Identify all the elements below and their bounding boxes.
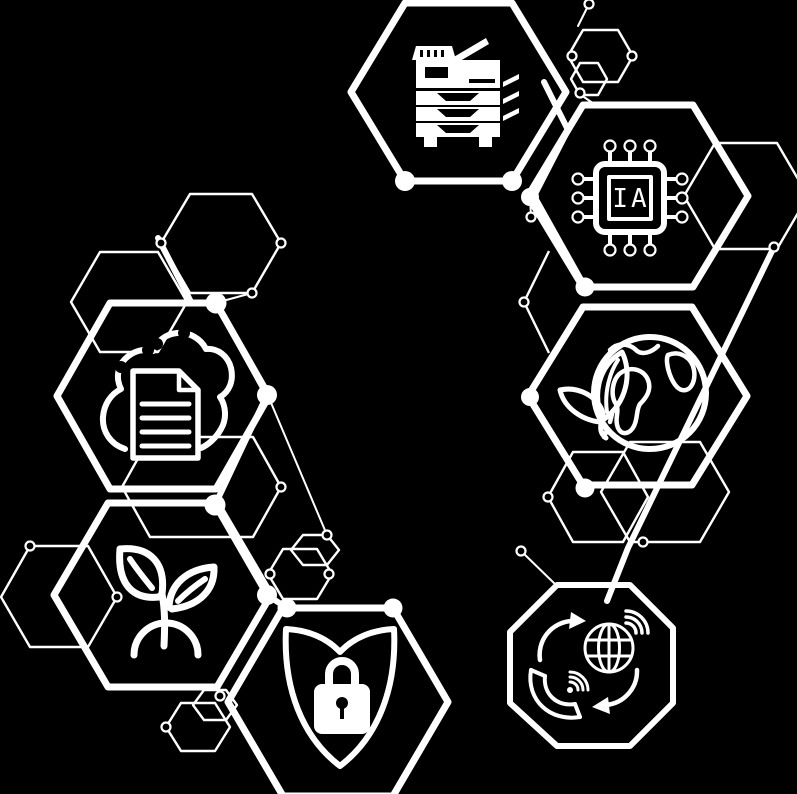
chip-pins bbox=[571, 139, 689, 257]
node-dot bbox=[521, 388, 539, 406]
node-ring bbox=[583, 0, 595, 10]
leaf-large-vein bbox=[604, 358, 620, 414]
copier-foot bbox=[479, 137, 492, 147]
node-dot bbox=[257, 385, 277, 405]
sprout-leaf-right-vein bbox=[175, 576, 208, 604]
copier-paper-mark bbox=[503, 91, 519, 104]
node-dots bbox=[204, 171, 595, 618]
node-dot bbox=[205, 292, 227, 314]
cycle-arrow-top-head bbox=[569, 612, 586, 629]
phone-handset bbox=[528, 668, 582, 720]
trace-cloud-to-small-hex bbox=[268, 397, 328, 536]
copier-lid-handle bbox=[452, 38, 489, 64]
cloud-document-icon bbox=[99, 327, 235, 461]
node-dot bbox=[383, 598, 403, 618]
node-ring bbox=[246, 287, 258, 299]
sprout-leaf-right bbox=[165, 563, 218, 613]
voip-call-icon bbox=[528, 609, 650, 720]
document bbox=[130, 368, 201, 461]
node-ring bbox=[637, 536, 649, 548]
shield-padlock-icon bbox=[282, 626, 398, 769]
accent-hexagon-top-right-b bbox=[569, 61, 609, 97]
copier-foot bbox=[424, 137, 437, 147]
node-dot bbox=[257, 585, 277, 605]
node-ring bbox=[321, 529, 333, 541]
node-dot bbox=[395, 171, 415, 191]
cloud-outline bbox=[99, 329, 235, 452]
accent-hexagon-below-globe-a bbox=[599, 440, 731, 544]
node-ring bbox=[515, 545, 527, 557]
signal-waves-globe bbox=[624, 609, 650, 635]
ai-chip-icon: IA bbox=[571, 139, 689, 257]
padlock-keyhole bbox=[336, 697, 348, 709]
plant-sprout-icon bbox=[116, 545, 218, 659]
globe-outline bbox=[591, 334, 709, 452]
eco-globe-icon bbox=[557, 334, 709, 452]
node-ring bbox=[275, 237, 287, 249]
node-ring bbox=[542, 491, 554, 503]
shield-outline bbox=[282, 626, 398, 769]
padlock-shackle bbox=[325, 657, 359, 692]
node-ring bbox=[111, 591, 123, 603]
node-ring bbox=[566, 50, 578, 62]
node-dot bbox=[575, 277, 595, 297]
photocopier-icon bbox=[412, 38, 519, 147]
accent-hexagon-bottom-small-b bbox=[191, 688, 239, 722]
signal-waves-handset bbox=[567, 670, 590, 693]
node-dot bbox=[575, 478, 595, 498]
copier-output-slot bbox=[469, 79, 495, 83]
chip-inner-frame bbox=[607, 175, 653, 221]
node-rings bbox=[24, 0, 780, 733]
node-dot bbox=[521, 188, 539, 206]
sprout-soil-mound bbox=[130, 619, 202, 659]
cycle-arrow-bottom-head bbox=[592, 697, 610, 714]
leaf-small bbox=[557, 386, 606, 425]
node-ring bbox=[626, 50, 638, 62]
globe-continent-north bbox=[607, 342, 661, 356]
node-ring bbox=[574, 87, 586, 99]
node-ring bbox=[518, 296, 530, 308]
cycle-arrow-top bbox=[537, 618, 574, 663]
cycle-arrow-bottom bbox=[603, 667, 640, 708]
chip-label: IA bbox=[612, 184, 649, 214]
copier-paper-mark bbox=[503, 74, 519, 87]
node-dot bbox=[502, 171, 522, 191]
node-ring bbox=[323, 568, 335, 580]
sprout-leaf-left bbox=[116, 545, 167, 601]
node-ring bbox=[155, 237, 167, 249]
node-ring bbox=[214, 690, 226, 702]
voip-octagon bbox=[507, 582, 676, 749]
copier-display bbox=[425, 67, 448, 78]
sprout-leaf-left-vein bbox=[127, 556, 155, 591]
wireframe-globe bbox=[583, 622, 635, 674]
node-dot bbox=[204, 494, 226, 516]
node-ring bbox=[160, 721, 172, 733]
trace-upper-left bbox=[155, 235, 193, 303]
accent-hexagon-upper-left-b bbox=[69, 250, 189, 354]
node-ring bbox=[24, 540, 36, 552]
node-ring bbox=[525, 211, 537, 223]
trace-to-octagon-corner bbox=[520, 550, 557, 586]
leaf-large bbox=[595, 349, 630, 423]
node-dot bbox=[277, 598, 297, 618]
copier-paper-mark bbox=[503, 108, 519, 121]
document-text-lines bbox=[139, 401, 192, 449]
node-ring bbox=[275, 481, 287, 493]
globe-continent-east bbox=[664, 351, 697, 393]
node-ring bbox=[768, 241, 780, 253]
document-corner-fold bbox=[176, 368, 201, 393]
node-ring bbox=[264, 568, 276, 580]
